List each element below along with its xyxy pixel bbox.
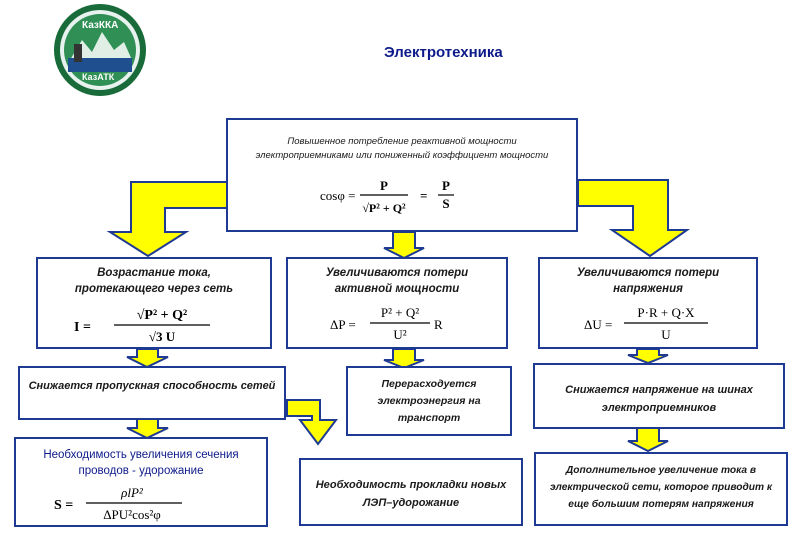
mid-box-3: Необходимость прокладки новых ЛЭП–удорож…	[299, 458, 523, 526]
left-box-1: Возрастание тока, протекающего через сет…	[36, 257, 272, 349]
formula-den2: S	[442, 196, 449, 211]
arrow-left-diag	[286, 399, 338, 446]
formula-lhs: I =	[74, 320, 91, 335]
top-box-line2: электроприемниками или пониженный коэффи…	[255, 150, 549, 161]
formula-lhs: cosφ =	[320, 188, 355, 203]
left-box-1-formula: I = √P² + Q² √3 U	[74, 308, 210, 344]
left-box-3-formula: S = ρlP² ΔPU²cos²φ	[54, 485, 182, 522]
formula-den: U²	[393, 327, 406, 342]
right-box-3: Дополнительное увеличение тока в электри…	[534, 452, 788, 526]
formula-num: P² + Q²	[381, 305, 419, 320]
left-box-2: Снижается пропускная способность сетей	[18, 366, 286, 420]
formula-num2: P	[442, 178, 450, 193]
formula-num: √P² + Q²	[137, 308, 188, 323]
left-box-3-text: Необходимость увеличения сечения проводо…	[43, 449, 239, 477]
left-box-2-text: Снижается пропускная способность сетей	[28, 380, 276, 392]
mid-box-1-formula: ΔP = P² + Q² U² R	[330, 305, 443, 342]
formula-lhs: ΔU =	[584, 317, 612, 332]
logo-top-text: КазККА	[82, 20, 119, 31]
right-box-1-text: Увеличиваются потери напряжения	[576, 267, 720, 295]
left-box-3: Необходимость увеличения сечения проводо…	[14, 437, 268, 527]
formula-num: P	[380, 178, 388, 193]
logo-emblem	[54, 4, 146, 96]
mid-box-2-text: Перерасходуется электроэнергия на трансп…	[377, 378, 481, 424]
arrow-right-1	[627, 348, 669, 365]
right-box-3-text: Дополнительное увеличение тока в электри…	[549, 465, 773, 510]
mid-box-2: Перерасходуется электроэнергия на трансп…	[346, 366, 512, 436]
arrow-mid-1	[383, 348, 425, 370]
formula-den: ΔPU²cos²φ	[103, 507, 161, 522]
arrow-top-right	[577, 179, 691, 258]
right-box-1: Увеличиваются потери напряжения ΔU = P·R…	[538, 257, 758, 349]
right-box-2-text: Снижается напряжение на шинах электропри…	[565, 384, 753, 414]
logo: КазККА КазАТК	[52, 2, 148, 98]
left-box-1-text: Возрастание тока, протекающего через сет…	[74, 267, 234, 295]
formula-rhs: R	[434, 317, 443, 332]
right-box-1-formula: ΔU = P·R + Q·X U	[584, 305, 708, 342]
formula-den: √3 U	[149, 329, 176, 344]
formula-num: ρlP²	[120, 485, 144, 500]
formula-lhs: S =	[54, 498, 73, 513]
formula-den: U	[661, 327, 671, 342]
mid-box-3-text: Необходимость прокладки новых ЛЭП–удорож…	[315, 479, 507, 509]
top-box-formula: cosφ = P √P² + Q² = P S	[320, 178, 454, 215]
arrow-right-2	[627, 427, 669, 453]
formula-num: P·R + Q·X	[637, 305, 695, 320]
top-box-line1: Повышенное потребление реактивной мощнос…	[287, 136, 517, 147]
right-box-2: Снижается напряжение на шинах электропри…	[533, 363, 785, 429]
mid-box-1: Увеличиваются потери активной мощности Δ…	[286, 257, 508, 349]
arrow-top-mid	[383, 231, 425, 260]
logo-bottom-text: КазАТК	[82, 72, 115, 82]
top-box: Повышенное потребление реактивной мощнос…	[226, 118, 578, 232]
arrow-top-left	[106, 181, 229, 258]
formula-lhs: ΔP =	[330, 317, 356, 332]
arrow-left-1	[126, 348, 169, 369]
arrow-left-2	[126, 418, 169, 440]
mid-box-1-text: Увеличиваются потери активной мощности	[325, 267, 469, 295]
formula-den: √P² + Q²	[362, 201, 406, 215]
page-title: Электротехника	[384, 44, 503, 61]
formula-eq: =	[420, 188, 427, 203]
